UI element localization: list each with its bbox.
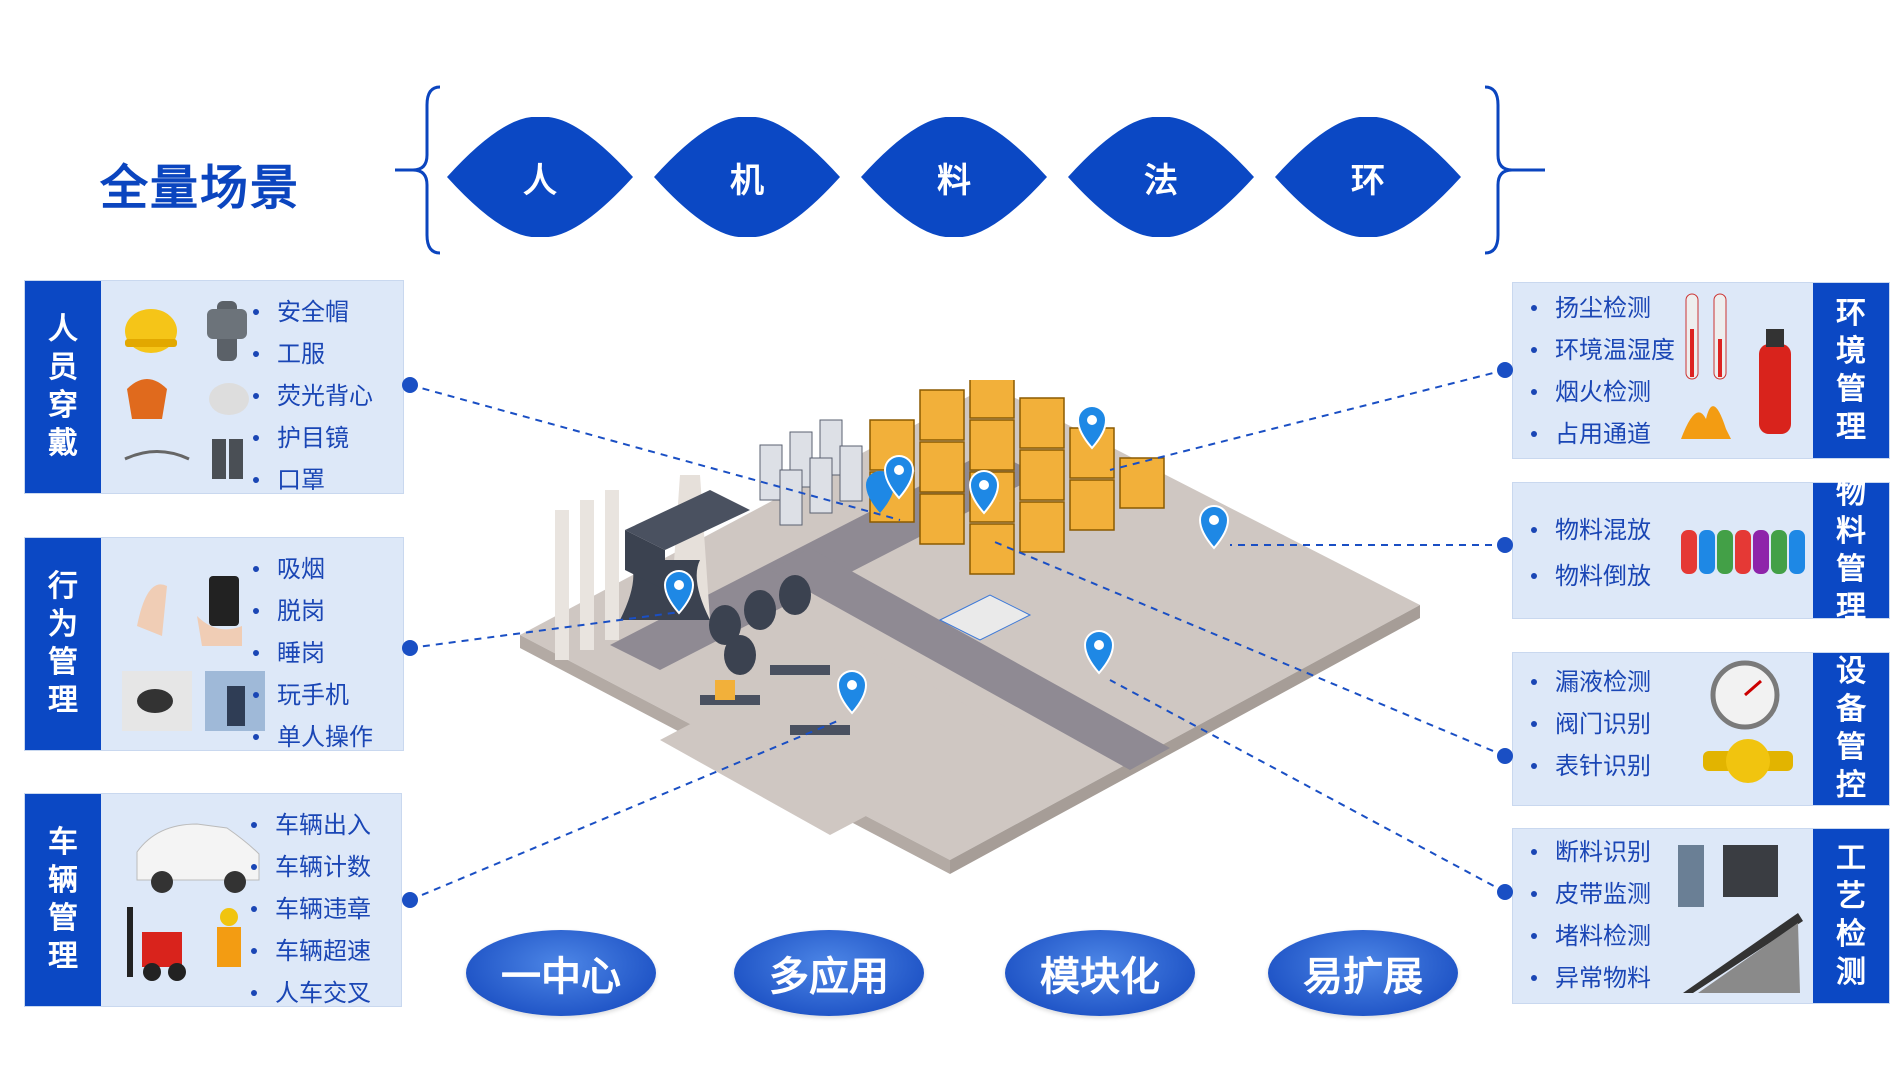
list-item: 车辆出入 <box>251 804 371 846</box>
factor-leaf-method: 法 <box>1066 117 1256 237</box>
panel-tab: 设备管控 <box>1813 653 1889 805</box>
list-item: 物料倒放 <box>1531 553 1651 599</box>
list-item: 脱岗 <box>253 590 373 632</box>
feature-pill-easy-extension: 易扩展 <box>1268 930 1458 1016</box>
panel-material-management: 物料管理 物料混放 物料倒放 <box>1512 476 1890 625</box>
list-item: 玩手机 <box>253 674 373 716</box>
feature-pill-multi-application: 多应用 <box>734 930 924 1016</box>
list-item: 车辆超速 <box>251 930 371 972</box>
list-item: 烟火检测 <box>1531 371 1675 413</box>
list-item: 睡岗 <box>253 632 373 674</box>
factor-leaf-person: 人 <box>445 117 635 237</box>
panel-equipment-control: 设备管控 漏液检测 阀门识别 表针识别 <box>1512 652 1890 806</box>
list-item: 车辆违章 <box>251 888 371 930</box>
list-item: 环境温湿度 <box>1531 329 1675 371</box>
panel-environment-management: 环境管理 扬尘检测 环境温湿度 烟火检测 占用通道 <box>1512 282 1890 459</box>
panel-tab: 环境管理 <box>1813 283 1889 458</box>
environment-list: 扬尘检测 环境温湿度 烟火检测 占用通道 <box>1531 287 1675 455</box>
list-item: 护目镜 <box>253 417 373 459</box>
factor-label: 人 <box>523 160 557 201</box>
factor-label: 环 <box>1351 160 1385 201</box>
factor-leaf-environment: 环 <box>1273 117 1463 237</box>
factor-leaf-machine: 机 <box>652 117 842 237</box>
list-item: 占用通道 <box>1531 413 1675 455</box>
ppe-list: 安全帽 工服 荧光背心 护目镜 口罩 <box>253 291 373 501</box>
feature-pill-one-center: 一中心 <box>466 930 656 1016</box>
list-item: 皮带监测 <box>1531 873 1651 915</box>
panel-tab: 物料管理 <box>1813 476 1889 625</box>
panel-vehicle-management: 车辆管理 车辆出入 车辆计数 车辆违章 车辆超速 人车交叉 <box>24 793 402 1007</box>
list-item: 吸烟 <box>253 548 373 590</box>
panel-tab: 工艺检测 <box>1813 829 1889 1003</box>
factor-label: 机 <box>730 160 764 201</box>
list-item: 物料混放 <box>1531 507 1651 553</box>
list-item: 异常物料 <box>1531 957 1651 999</box>
list-item: 荧光背心 <box>253 375 373 417</box>
brace-lines <box>395 85 1545 255</box>
factor-leaf-material: 料 <box>859 117 1049 237</box>
list-item: 单人操作 <box>253 716 373 758</box>
list-item: 表针识别 <box>1531 745 1651 787</box>
list-item: 堵料检测 <box>1531 915 1651 957</box>
page-title: 全量场景 <box>100 160 301 216</box>
panel-process-inspection: 工艺检测 断料识别 皮带监测 堵料检测 异常物料 <box>1512 828 1890 1004</box>
list-item: 安全帽 <box>253 291 373 333</box>
panel-tab: 人员穿戴 <box>25 281 101 493</box>
behavior-list: 吸烟 脱岗 睡岗 玩手机 单人操作 <box>253 548 373 758</box>
panel-behavior-management: 行为管理 吸烟 脱岗 睡岗 玩手机 单人操作 <box>24 537 404 751</box>
equipment-list: 漏液检测 阀门识别 表针识别 <box>1531 661 1651 787</box>
list-item: 车辆计数 <box>251 846 371 888</box>
list-item: 阀门识别 <box>1531 703 1651 745</box>
list-item: 漏液检测 <box>1531 661 1651 703</box>
list-item: 人车交叉 <box>251 972 371 1014</box>
panel-tab: 车辆管理 <box>25 794 101 1006</box>
factor-label: 料 <box>937 160 971 201</box>
list-item: 断料识别 <box>1531 831 1651 873</box>
factory-isometric-illustration <box>520 380 1420 874</box>
process-list: 断料识别 皮带监测 堵料检测 异常物料 <box>1531 831 1651 999</box>
factor-label: 法 <box>1144 160 1178 201</box>
panel-tab: 行为管理 <box>25 538 101 750</box>
material-list: 物料混放 物料倒放 <box>1531 507 1651 599</box>
vehicle-list: 车辆出入 车辆计数 车辆违章 车辆超速 人车交叉 <box>251 804 371 1014</box>
factor-band: 人 机 料 法 环 <box>395 85 1545 255</box>
feature-pill-modular: 模块化 <box>1005 930 1195 1016</box>
list-item: 工服 <box>253 333 373 375</box>
panel-personnel-wear: 人员穿戴 安全帽 工服 荧光背心 护目镜 口罩 <box>24 280 404 494</box>
list-item: 扬尘检测 <box>1531 287 1675 329</box>
list-item: 口罩 <box>253 459 373 501</box>
